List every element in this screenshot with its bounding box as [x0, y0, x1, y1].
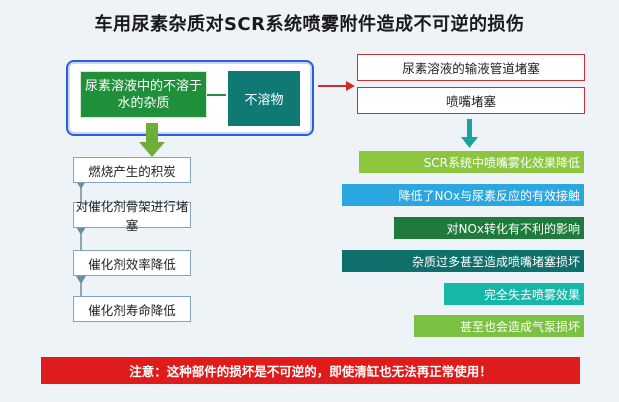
impurity-source-box: 尿素溶液中的不溶于水的杂质: [80, 71, 207, 118]
effect-box-4: 杂质过多甚至造成喷嘴堵塞损坏: [342, 250, 584, 272]
teal-down-shaft: [467, 119, 472, 139]
left-step-2: 对催化剂骨架进行堵塞: [73, 199, 191, 233]
left-step-4: 催化剂寿命降低: [73, 296, 191, 322]
red-arrow-head: [346, 81, 355, 91]
effect-box-3: 对NOx转化有不利的影响: [394, 217, 584, 239]
blockage-pipe-box: 尿素溶液的输液管道堵塞: [357, 54, 585, 81]
effect-box-5: 完全失去喷雾效果: [444, 283, 584, 305]
insoluble-source-box: 不溶物: [228, 71, 300, 126]
effect-box-2: 降低了NOx与尿素反应的有效接触: [342, 184, 584, 206]
effect-box-1: SCR系统中喷嘴雾化效果降低: [359, 151, 584, 173]
blockage-nozzle-box: 喷嘴堵塞: [357, 87, 585, 114]
arrow-left-3: [76, 276, 86, 284]
left-step-3: 催化剂效率降低: [73, 250, 191, 276]
notice-banner: 注意：这种部件的损坏是不可逆的，即使清缸也无法再正常使用！: [41, 357, 580, 384]
diagram-title: 车用尿素杂质对SCR系统喷雾附件造成不可逆的损伤: [94, 14, 525, 35]
left-step-1: 燃烧产生的积炭: [73, 157, 191, 183]
effect-box-6: 甚至也会造成气泵损坏: [414, 315, 584, 337]
teal-down-head: [461, 137, 478, 148]
